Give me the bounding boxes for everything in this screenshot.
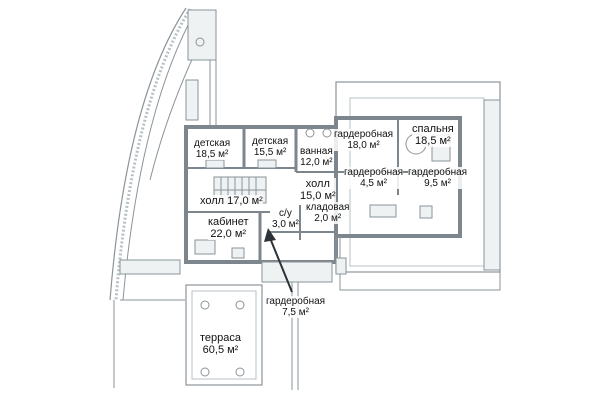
terrace-outline [185,284,263,386]
desk [194,239,216,255]
terrace-plant-3 [200,367,210,377]
east-right-pillar [483,99,501,271]
bath-sink-icon [305,128,315,138]
lounge-sofa [369,204,397,218]
terrace-plant-1 [200,300,210,310]
bath-fixture-icon [322,128,332,138]
armchair [231,247,245,259]
wing-fixture [195,37,205,47]
curved-wing-outer [109,7,187,301]
lounge-chair [419,205,433,219]
garderobnaya-pointer-head [264,228,276,242]
curved-wing-rail [114,8,192,301]
balcony-outline [335,236,501,291]
wing-top-block [187,9,217,61]
terrace-plant-2 [235,300,245,310]
terrace-plant-4 [235,367,245,377]
balcony-block [335,257,347,275]
terrace-inner [191,290,257,380]
wing-bench [185,79,199,121]
room-label-holl-2: холл 17,0 м² [200,195,263,207]
entry-steps [261,261,333,283]
child-bed-2 [257,159,277,169]
child-bed-1 [205,159,225,169]
curved-wing-inner [122,9,197,301]
garderobnaya-pointer-line [269,237,293,293]
left-planter [119,259,181,275]
